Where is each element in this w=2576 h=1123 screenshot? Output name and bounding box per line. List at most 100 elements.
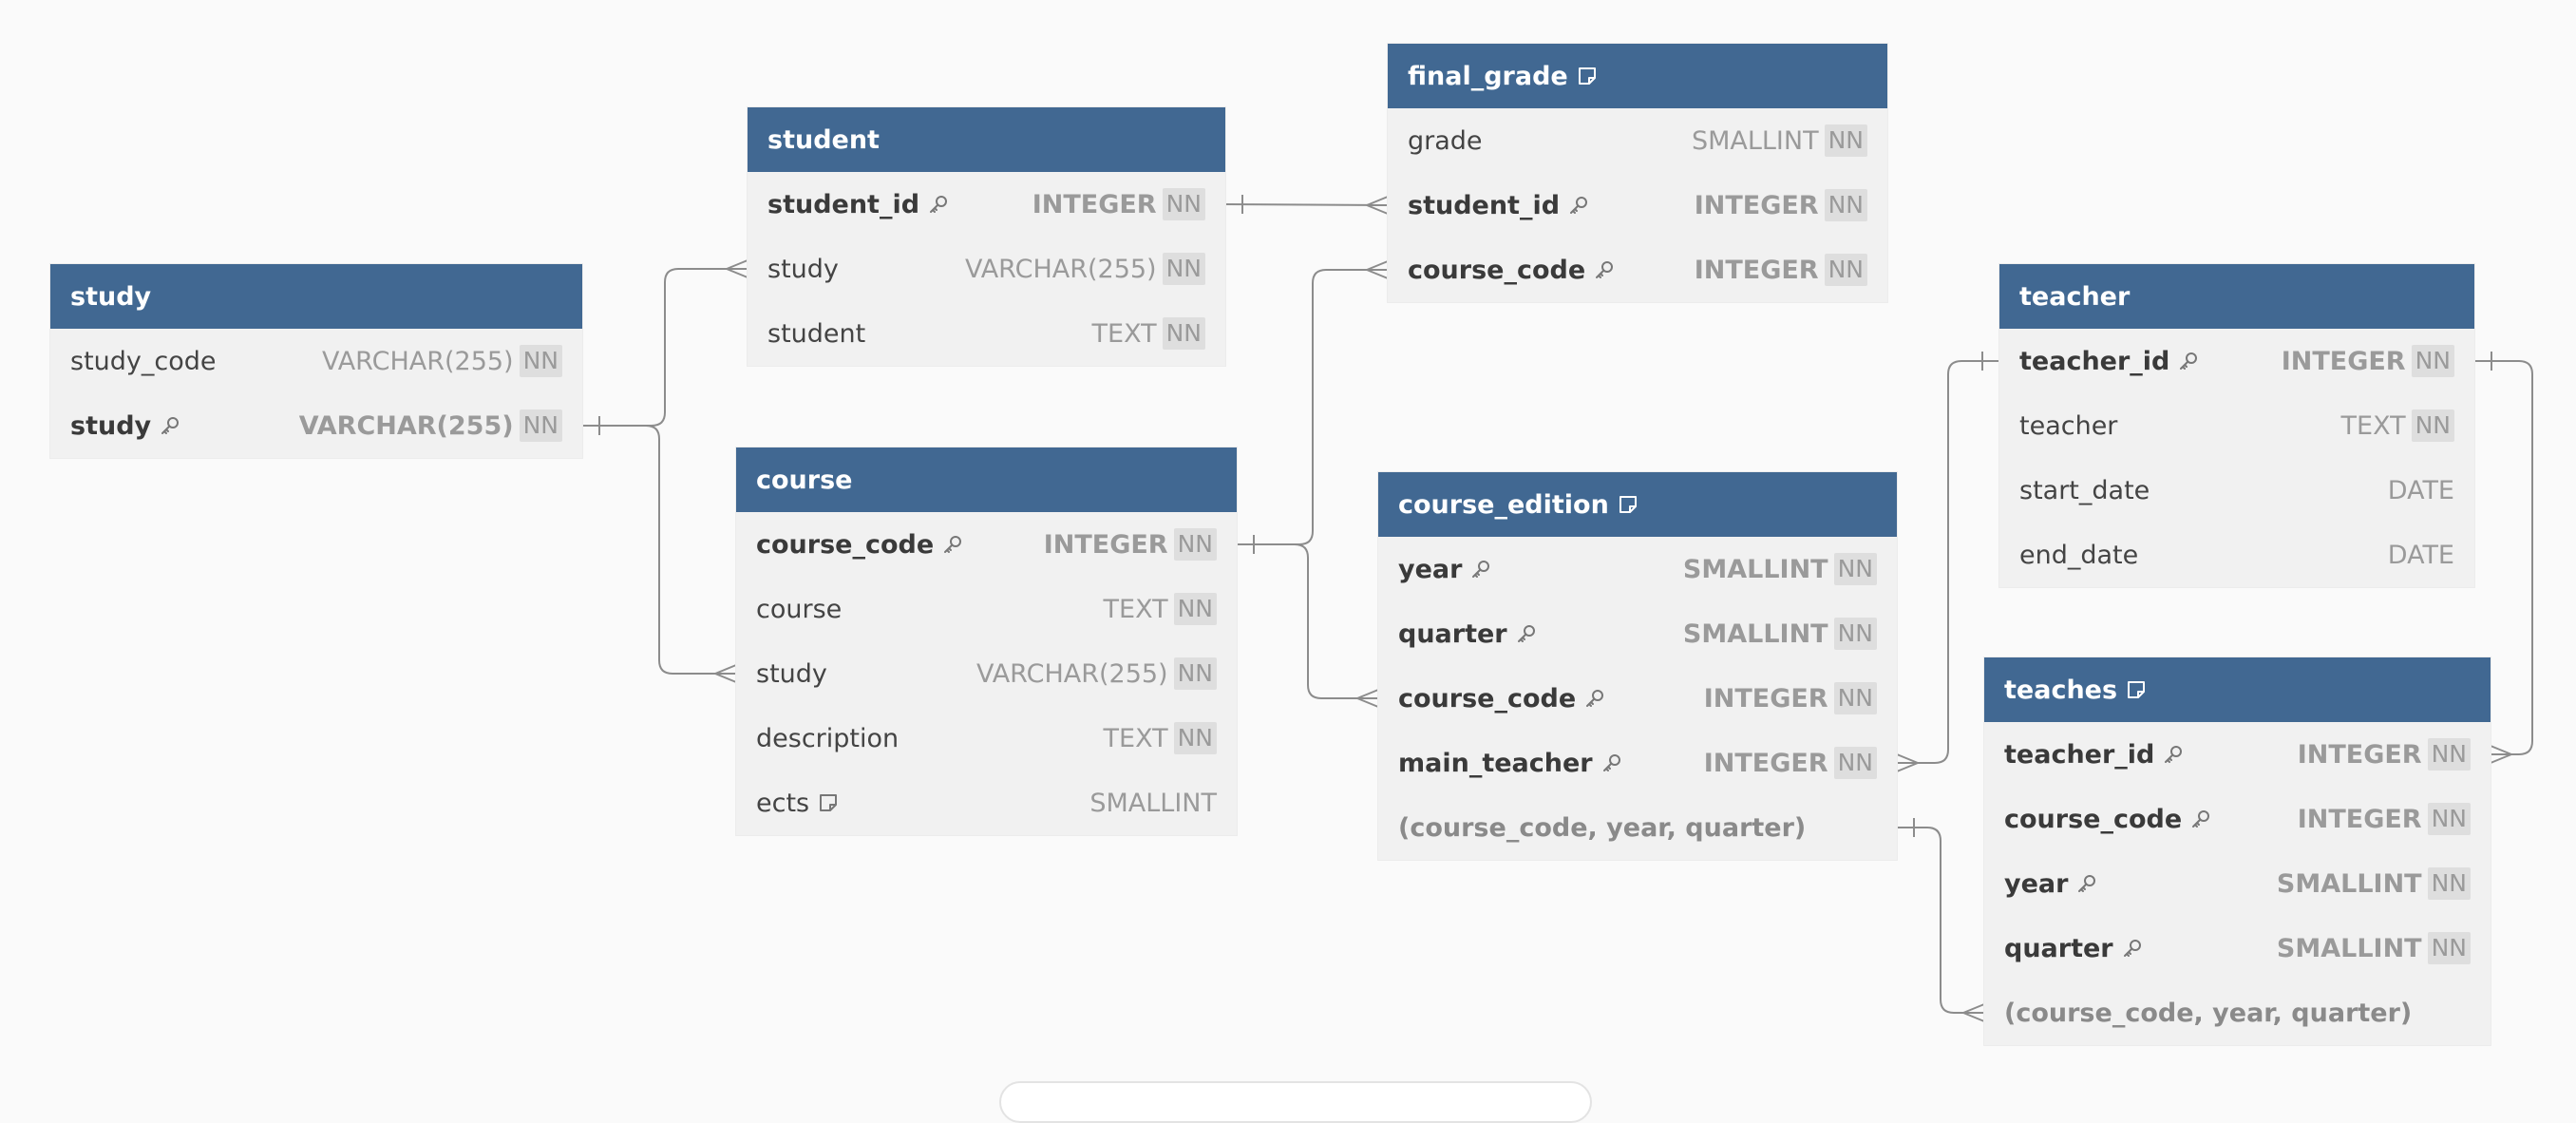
- column-type: SMALLINT: [2276, 868, 2422, 899]
- table-header[interactable]: course: [736, 447, 1237, 512]
- not-null-badge: NN: [2427, 867, 2471, 900]
- column-name: year: [1398, 555, 1492, 584]
- note-icon[interactable]: [2125, 678, 2148, 701]
- note-icon[interactable]: [817, 791, 840, 814]
- table-header[interactable]: final_grade: [1388, 44, 1887, 108]
- column-name: student_id: [767, 190, 950, 219]
- many-marker[interactable]: [1366, 260, 1389, 279]
- table-header[interactable]: student: [748, 107, 1225, 172]
- relation-study-to-student[interactable]: [582, 268, 748, 427]
- column-name-text: quarter: [1398, 619, 1507, 649]
- table-header[interactable]: course_edition: [1378, 472, 1897, 537]
- column-name-text: ects: [756, 788, 810, 818]
- column-type: TEXT: [1103, 594, 1168, 624]
- not-null-badge: NN: [2427, 932, 2471, 964]
- column-type: INTEGER: [2297, 739, 2422, 770]
- column-name-text: (course_code, year, quarter): [1398, 812, 1807, 843]
- column-name: student: [767, 319, 865, 349]
- column-name-text: student_id: [767, 189, 920, 219]
- column-name-text: student_id: [1408, 190, 1561, 220]
- note-icon[interactable]: [1617, 493, 1639, 516]
- table-header[interactable]: teacher: [1999, 264, 2474, 329]
- key-icon: [1469, 558, 1492, 581]
- table-header[interactable]: teaches: [1984, 657, 2491, 722]
- many-marker[interactable]: [1366, 196, 1389, 215]
- column-name-text: course_code: [1398, 683, 1577, 714]
- many-marker[interactable]: [726, 259, 748, 278]
- relation-student-to-final-grade[interactable]: [1224, 203, 1389, 206]
- column-type: TEXT: [1091, 318, 1157, 349]
- note-icon[interactable]: [1576, 65, 1599, 87]
- many-marker[interactable]: [714, 664, 737, 683]
- column-name: main_teacher: [1398, 749, 1623, 778]
- many-marker[interactable]: [2490, 745, 2512, 764]
- key-icon: [941, 533, 964, 556]
- index-row[interactable]: (course_code, year, quarter): [1378, 795, 1897, 860]
- table-header[interactable]: study: [50, 264, 582, 329]
- many-marker[interactable]: [1962, 1003, 1985, 1022]
- many-marker[interactable]: [1356, 689, 1379, 708]
- column-type: INTEGER: [1694, 255, 1819, 285]
- not-null-badge: NN: [1162, 253, 1205, 285]
- column-name-text: teacher_id: [2004, 739, 2155, 770]
- relation-teacher-to-course-edition[interactable]: [1897, 360, 1999, 764]
- key-icon: [1593, 258, 1616, 281]
- key-icon: [1583, 687, 1606, 710]
- index-row[interactable]: (course_code, year, quarter): [1984, 980, 2491, 1045]
- relation-teacher-to-teaches[interactable]: [2474, 360, 2533, 755]
- column-type: SMALLINT: [1682, 554, 1828, 584]
- relation-course-to-course-edition[interactable]: [1237, 543, 1378, 699]
- not-null-badge: NN: [1833, 682, 1877, 714]
- relation-study-to-course[interactable]: [582, 425, 736, 675]
- relations-layer: [582, 195, 2533, 1022]
- bottom-toolbar[interactable]: [999, 1081, 1592, 1123]
- not-null-badge: NN: [2411, 345, 2454, 377]
- column-name-text: main_teacher: [1398, 748, 1593, 778]
- column-type: SMALLINT: [1691, 125, 1819, 156]
- column-name-text: course_code: [756, 529, 935, 560]
- relation-course-edition-to-teaches[interactable]: [1897, 827, 1984, 1014]
- relation-course-to-final-grade[interactable]: [1237, 269, 1388, 545]
- column-name: course_code: [756, 530, 964, 560]
- table-title: student: [767, 124, 880, 155]
- many-marker[interactable]: [1896, 753, 1919, 772]
- column-type: SMALLINT: [1682, 619, 1828, 649]
- column-name: description: [756, 724, 899, 753]
- column-type: TEXT: [1103, 723, 1168, 753]
- not-null-badge: NN: [1833, 618, 1877, 650]
- key-icon: [2189, 808, 2212, 830]
